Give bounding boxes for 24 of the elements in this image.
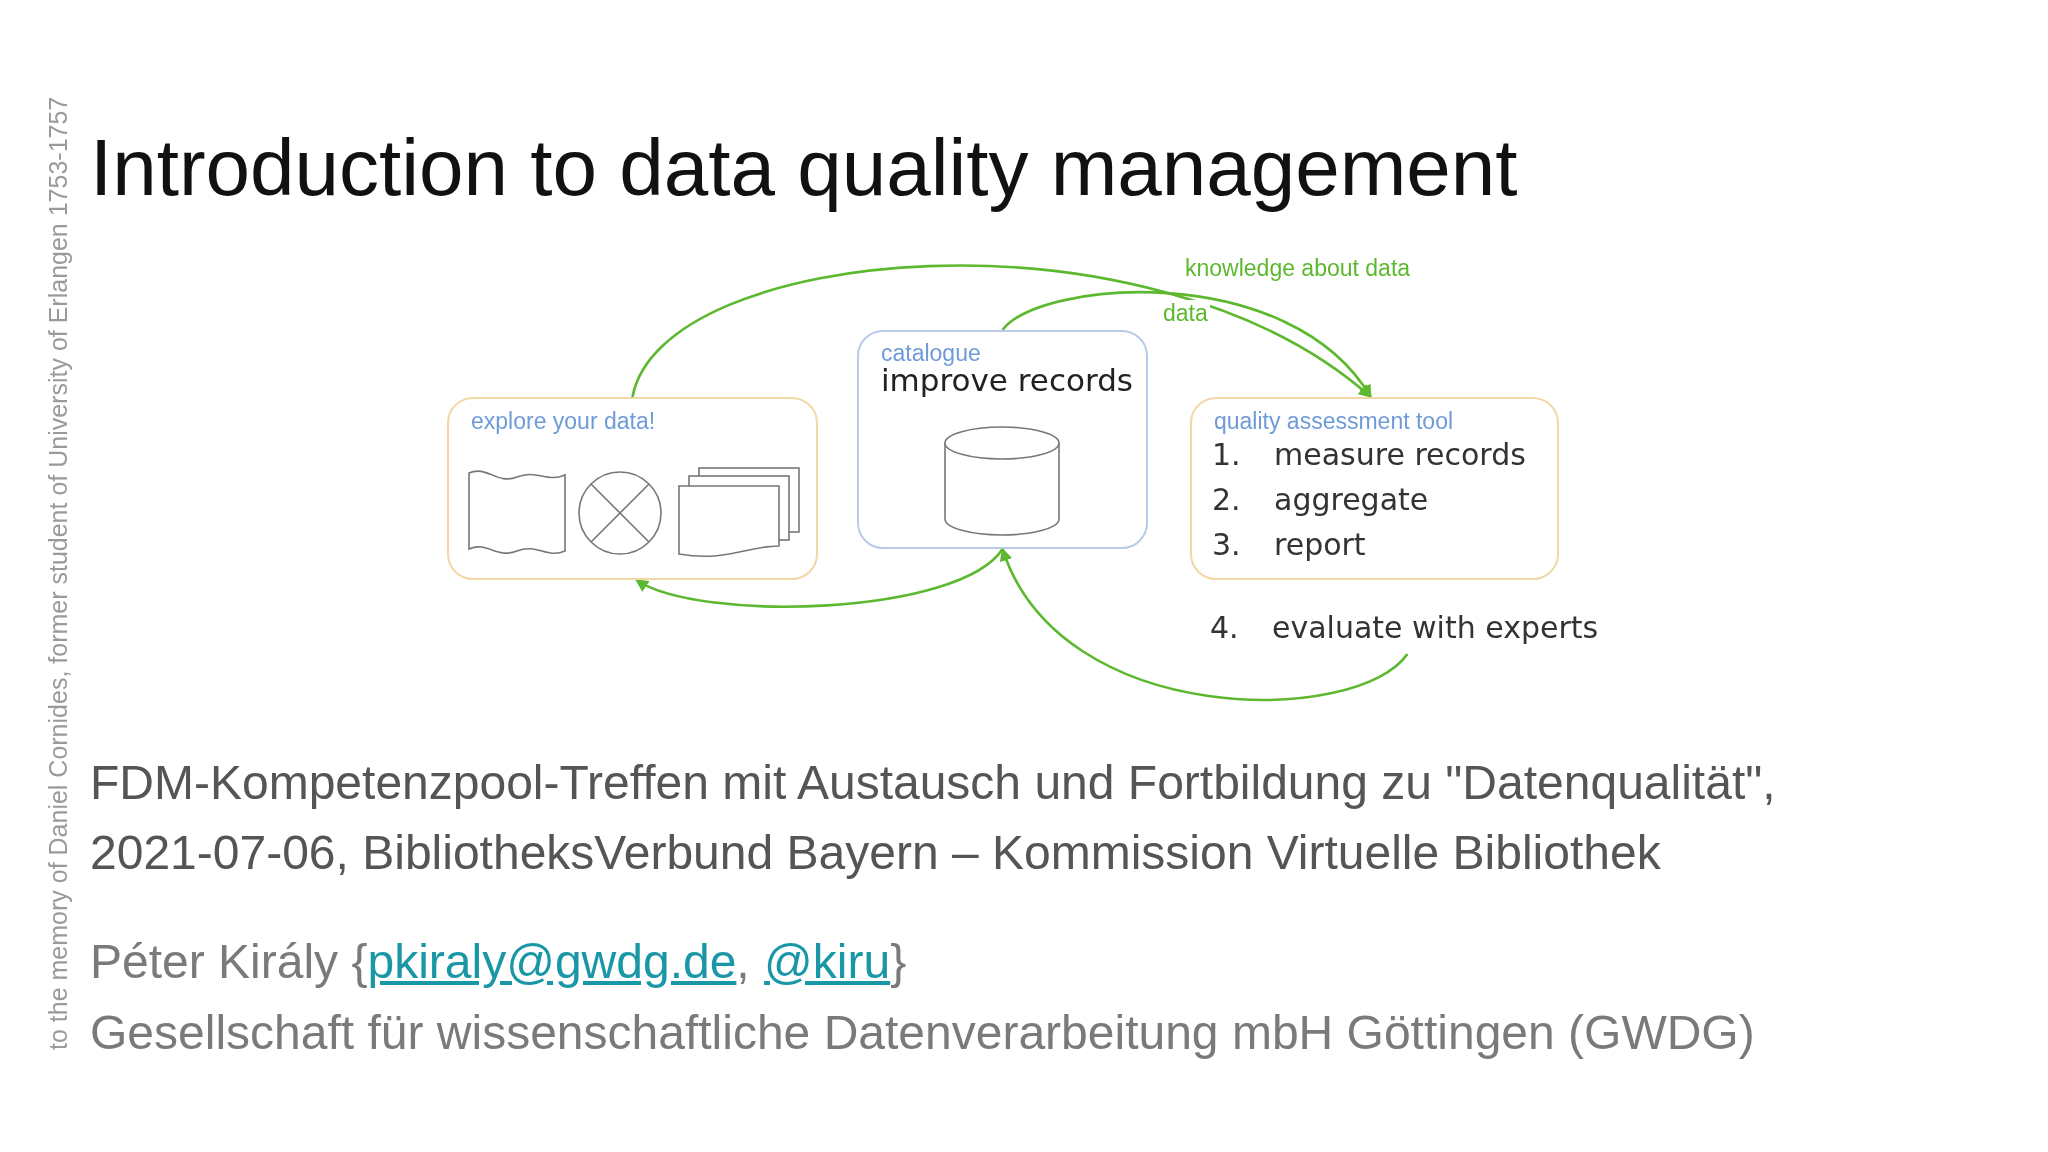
organisation-name: Gesellschaft für wissenschaftliche Datenverarbeitung mbH Göttingen (GWDG)	[90, 1005, 1755, 1060]
list-item: 4. evaluate with experts	[1210, 610, 1599, 645]
list-item: 2. aggregate	[1212, 482, 1429, 517]
handle-link: @kiru	[764, 935, 891, 988]
curved-arrow	[1001, 291, 1372, 399]
box-heading: explore your data!	[471, 408, 656, 435]
punctuation: ,	[736, 935, 750, 988]
email-link: pkiraly@gwdg.de	[367, 935, 737, 988]
dedication-note: to the memory of Daniel Cornides, former student of University of Erlangen 1753-1757	[44, 96, 73, 1050]
curved-arrow	[631, 264, 1372, 399]
edge-label: knowledge about data	[1183, 255, 1413, 282]
catalogue-box	[857, 330, 1148, 549]
punctuation: }	[890, 935, 907, 988]
process-box	[447, 397, 818, 580]
list-item: 3. report	[1212, 527, 1366, 562]
curved-arrow	[635, 548, 1004, 608]
box-heading: catalogue	[881, 340, 981, 366]
event-description: FDM-Kompetenzpool-Treffen mit Austausch und Fortbildung zu "Datenqualität", 2021-07-06, BibliotheksVerbund Bayern – Kommission Virtuelle Bibliothek	[90, 755, 1777, 881]
list-item: 1. measure records	[1212, 437, 1526, 472]
curved-arrow	[1001, 547, 1409, 701]
slide-title: Introduction to data quality management	[90, 122, 1518, 214]
author-name: Péter Király {	[90, 935, 368, 988]
process-box	[1190, 397, 1559, 580]
box-heading: quality assessment tool	[1214, 408, 1454, 435]
